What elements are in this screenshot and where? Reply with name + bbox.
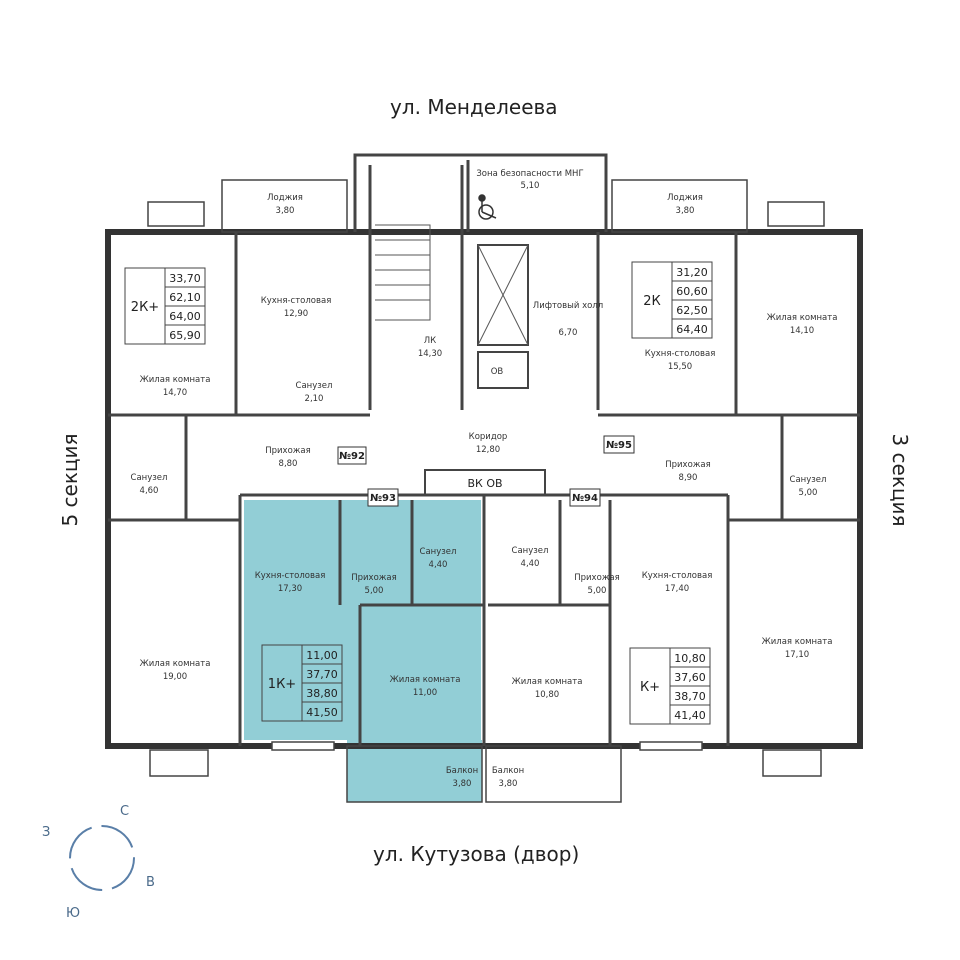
compass-south: Ю (66, 906, 80, 921)
hall-e-area: 8,90 (679, 473, 698, 483)
tag-95: №95 (606, 440, 632, 451)
apartment-ne-area-2: 60,60 (676, 285, 708, 298)
bath-e-name: Санузел (790, 475, 827, 485)
bath-w-name: Санузел (131, 473, 168, 483)
hall-e-name: Прихожая (665, 460, 711, 470)
living-nw-name: Жилая комната (140, 375, 211, 385)
bath-nw-name: Санузел (296, 381, 333, 391)
apartment-nw-summary[interactable]: 2К+ 33,70 62,10 64,00 65,90 (124, 267, 206, 345)
living-nw-area: 14,70 (163, 388, 187, 398)
apartment-94-area-3: 38,70 (674, 690, 706, 703)
hall-93-name: Прихожая (351, 573, 397, 583)
apartment-nw-area-3: 64,00 (169, 310, 201, 323)
balcony-94-area: 3,80 (499, 779, 518, 789)
compass-north: С (120, 804, 129, 819)
apartment-tags: №92 №93 №94 №95 (337, 435, 635, 507)
bath-94-area: 4,40 (521, 559, 540, 569)
compass-west: З (42, 825, 50, 840)
balcony-93-area: 3,80 (453, 779, 472, 789)
tag-94: №94 (572, 493, 598, 504)
apartment-93-summary[interactable]: 1К+ 11,00 37,70 38,80 41,50 (261, 644, 343, 722)
apartment-94-area-4: 41,40 (674, 709, 706, 722)
corridor-area: 12,80 (476, 445, 500, 455)
kitchen-ne-area: 15,50 (668, 362, 692, 372)
apartment-ne-area-1: 31,20 (676, 266, 708, 279)
tag-92: №92 (339, 451, 365, 462)
safety-zone-area: 5,10 (521, 181, 540, 191)
apartment-93-type: 1К+ (268, 677, 296, 692)
lift-hall-area: 6,70 (559, 328, 578, 338)
living-94-area: 10,80 (535, 690, 559, 700)
kitchen-ne-name: Кухня-столовая (645, 349, 716, 359)
balcony-93-name: Балкон (446, 766, 478, 776)
street-bottom: ул. Кутузова (двор) (373, 842, 580, 866)
kitchen-nw-name: Кухня-столовая (261, 296, 332, 306)
living-sw-area: 19,00 (163, 672, 187, 682)
kitchen-94-name: Кухня-столовая (642, 571, 713, 581)
living-ne-name: Жилая комната (767, 313, 838, 323)
vk-ov-name: ВК ОВ (467, 477, 502, 490)
loggia-left-name: Лоджия (267, 193, 303, 203)
apartment-94-summary[interactable]: К+ 10,80 37,60 38,70 41,40 (629, 647, 711, 725)
apartment-nw-area-2: 62,10 (169, 291, 201, 304)
apartment-94-type: К+ (640, 680, 660, 695)
apartment-93-area-4: 41,50 (306, 706, 338, 719)
hall-94-name: Прихожая (574, 573, 620, 583)
apartment-ne-area-4: 64,40 (676, 323, 708, 336)
street-top: ул. Менделеева (390, 95, 558, 119)
kitchen-93-area: 17,30 (278, 584, 302, 594)
living-94-name: Жилая комната (512, 677, 583, 687)
hall-w-name: Прихожая (265, 446, 311, 456)
apartment-94-area-2: 37,60 (674, 671, 706, 684)
living-se-name: Жилая комната (762, 637, 833, 647)
loggia-right-area: 3,80 (676, 206, 695, 216)
apartment-93-area-3: 38,80 (306, 687, 338, 700)
hall-93-area: 5,00 (365, 586, 384, 596)
stair-area: 14,30 (418, 349, 442, 359)
windows (147, 201, 825, 777)
living-se-area: 17,10 (785, 650, 809, 660)
stair-steps (375, 224, 529, 346)
bath-94-name: Санузел (512, 546, 549, 556)
bath-93-area: 4,40 (429, 560, 448, 570)
tag-93: №93 (370, 493, 396, 504)
corridor-name: Коридор (469, 432, 508, 442)
living-sw-name: Жилая комната (140, 659, 211, 669)
compass-east: В (146, 875, 155, 890)
apartment-93-highlight[interactable] (244, 500, 482, 802)
bath-93-name: Санузел (420, 547, 457, 557)
apartment-ne-area-3: 62,50 (676, 304, 708, 317)
ov-top-name: ОВ (491, 367, 504, 377)
kitchen-94-area: 17,40 (665, 584, 689, 594)
living-93-name: Жилая комната (390, 675, 461, 685)
kitchen-nw-area: 12,90 (284, 309, 308, 319)
room-labels: Лоджия 3,80 Лоджия 3,80 Зона безопасност… (131, 169, 838, 789)
apartment-ne-type: 2К (643, 294, 661, 309)
hall-w-area: 8,80 (279, 459, 298, 469)
apartment-nw-area-1: 33,70 (169, 272, 201, 285)
loggia-left-area: 3,80 (276, 206, 295, 216)
apartment-ne-summary[interactable]: 2К 31,20 60,60 62,50 64,40 (631, 261, 713, 339)
safety-zone-name: Зона безопасности МНГ (476, 169, 583, 179)
bath-w-area: 4,60 (140, 486, 159, 496)
apartment-94-area-1: 10,80 (674, 652, 706, 665)
inner-walls (108, 153, 860, 803)
apartment-nw-area-4: 65,90 (169, 329, 201, 342)
lift-hall-name: Лифтовый холл (533, 301, 603, 311)
loggia-right-name: Лоджия (667, 193, 703, 203)
hall-94-area: 5,00 (588, 586, 607, 596)
balcony-94-name: Балкон (492, 766, 524, 776)
living-ne-area: 14,10 (790, 326, 814, 336)
compass-icon: З С В Ю (42, 804, 155, 921)
apartment-nw-type: 2К+ (131, 300, 159, 315)
living-93-area: 11,00 (413, 688, 437, 698)
kitchen-93-name: Кухня-столовая (255, 571, 326, 581)
apartment-93-area-1: 11,00 (306, 649, 338, 662)
bath-e-area: 5,00 (799, 488, 818, 498)
bath-nw-area: 2,10 (305, 394, 324, 404)
wheelchair-icon (478, 194, 497, 220)
stair-name: ЛК (424, 336, 436, 346)
apartment-93-area-2: 37,70 (306, 668, 338, 681)
